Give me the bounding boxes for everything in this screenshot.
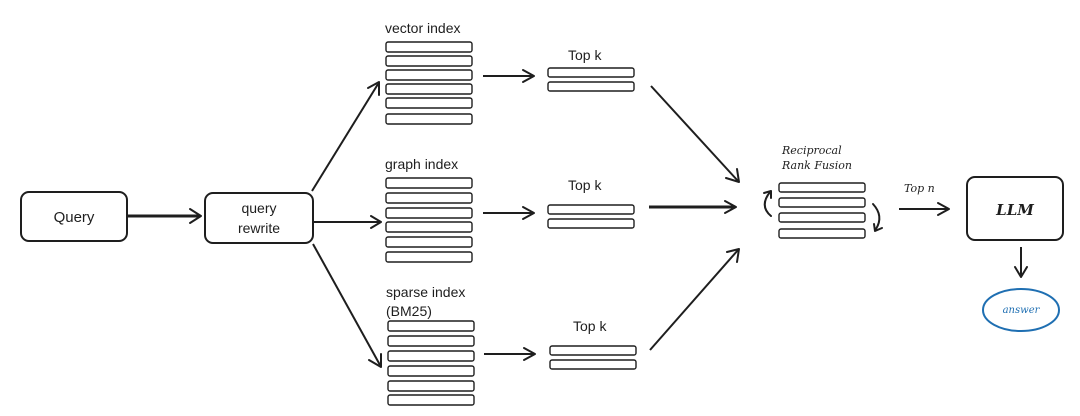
- llm-box: [966, 176, 1064, 241]
- query-rewrite-line1: query: [241, 200, 276, 216]
- arrow-rewrite-to-sparse: [312, 243, 382, 368]
- fusion-label-1: Reciprocal: [781, 144, 842, 157]
- arrow-topk-sparse-to-fusion: [649, 248, 740, 351]
- query-label: Query: [54, 209, 95, 226]
- topk-vector: Top k: [547, 47, 635, 92]
- query-rewrite-node: query rewrite: [204, 192, 314, 244]
- arrow-fusion-to-llm: Top n: [899, 182, 950, 216]
- answer-node: answer: [982, 288, 1060, 332]
- graph-index: graph index: [385, 156, 473, 263]
- sparse-index: sparse index (BM25): [386, 284, 475, 406]
- answer-ellipse: [982, 288, 1060, 332]
- rerank-cycle-left-icon: [763, 190, 772, 217]
- query-rewrite-box: [204, 192, 314, 244]
- topk-graph-label: Top k: [568, 177, 602, 193]
- answer-label: answer: [1003, 305, 1041, 316]
- vector-index: vector index: [385, 20, 473, 125]
- arrow-llm-to-answer: [1014, 247, 1028, 278]
- topk-sparse-label: Top k: [573, 318, 607, 334]
- arrow-sparse-to-topk: [484, 347, 536, 361]
- rank-fusion: Reciprocal Rank Fusion: [763, 144, 883, 239]
- graph-index-label: graph index: [385, 156, 458, 172]
- arrow-rewrite-to-graph: [314, 215, 382, 229]
- query-node: Query: [20, 191, 128, 242]
- topk-graph: Top k: [547, 177, 635, 229]
- topn-label: Top n: [904, 182, 935, 195]
- rerank-cycle-right-icon: [872, 203, 883, 232]
- arrow-topk-vector-to-fusion: [650, 85, 740, 183]
- arrow-vector-to-topk: [483, 69, 535, 83]
- llm-node: LLM: [966, 176, 1064, 241]
- query-box: [20, 191, 128, 242]
- sparse-index-label-2: (BM25): [386, 303, 432, 319]
- arrow-rewrite-to-vector: [311, 81, 380, 192]
- query-rewrite-line2: rewrite: [238, 220, 280, 236]
- topk-vector-label: Top k: [568, 47, 602, 63]
- arrow-graph-to-topk: [483, 206, 535, 220]
- llm-label: LLM: [995, 201, 1034, 219]
- topk-sparse: Top k: [549, 318, 637, 370]
- fusion-label-2: Rank Fusion: [781, 159, 852, 172]
- sparse-index-label-1: sparse index: [386, 284, 465, 300]
- arrow-topk-graph-to-fusion: [649, 200, 737, 214]
- vector-index-label: vector index: [385, 20, 460, 36]
- arrow-query-to-rewrite: [128, 208, 202, 224]
